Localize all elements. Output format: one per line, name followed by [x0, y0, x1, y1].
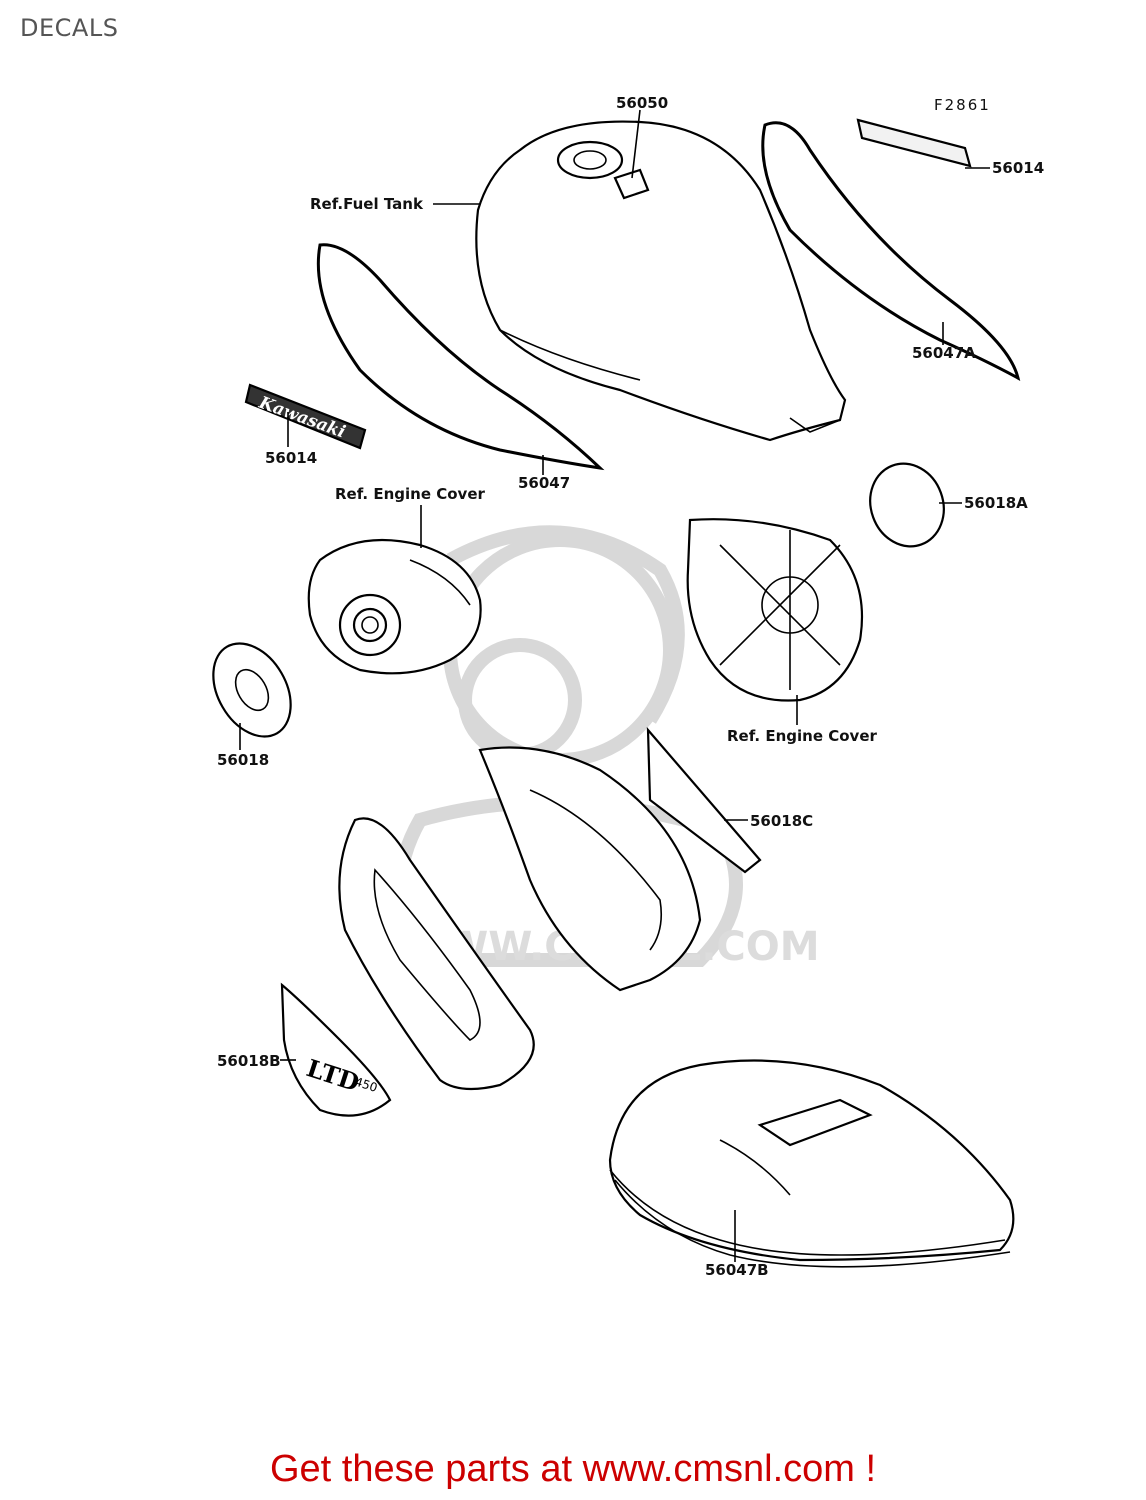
stripe-56047A [761, 121, 1021, 381]
callout-56018A: 56018A [964, 494, 1028, 512]
callout-56014-top: 56014 [992, 159, 1044, 177]
stripe-56047 [316, 243, 605, 471]
side-cover-lower [338, 817, 535, 1091]
footer-cta[interactable]: Get these parts at www.cmsnl.com ! [0, 1448, 1146, 1491]
tank-decal-56050 [613, 168, 650, 200]
callout-56047: 56047 [518, 474, 570, 492]
callout-56014-left: 56014 [265, 449, 317, 467]
diagram-code: F2861 [934, 96, 991, 114]
fuel-tank [475, 120, 847, 442]
decal-56018A [869, 462, 945, 548]
ltd-450-text: 450 [353, 1075, 379, 1095]
callout-56018B: 56018B [217, 1052, 281, 1070]
footer-cta-link[interactable]: Get these parts at www.cmsnl.com ! [269, 1448, 877, 1490]
decal-56018C [646, 726, 762, 874]
leader-lines [239, 109, 990, 1262]
callout-56018: 56018 [217, 751, 269, 769]
callout-56018C: 56018C [750, 812, 813, 830]
decal-56018 [212, 642, 292, 738]
kawasaki-decal-top [856, 118, 972, 168]
callout-56047B: 56047B [705, 1261, 769, 1279]
page-title: DECALS [20, 14, 119, 42]
callout-ref-engine-cover-right: Ref. Engine Cover [727, 727, 877, 745]
side-cover-upper [478, 746, 702, 992]
callout-ref-fuel-tank: Ref.Fuel Tank [310, 195, 424, 213]
kawasaki-decal-left: Kawasaki [244, 383, 367, 450]
callout-56050: 56050 [616, 94, 668, 112]
decal-56018B: LTD 450 [280, 982, 392, 1117]
callout-56047A: 56047A [912, 344, 976, 362]
rear-fender [608, 1059, 1015, 1268]
engine-cover-right [686, 518, 864, 702]
callout-ref-engine-cover-left: Ref. Engine Cover [335, 485, 485, 503]
engine-cover-left [307, 538, 482, 675]
